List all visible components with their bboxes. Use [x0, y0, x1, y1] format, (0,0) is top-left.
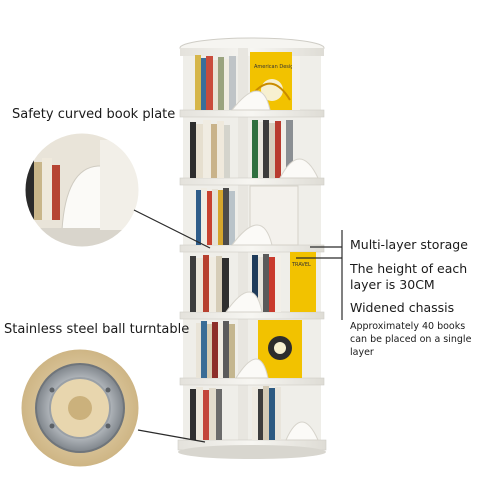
books-layer-2 — [190, 120, 319, 179]
detail-circle-turntable — [18, 346, 142, 470]
books-layer-5 — [196, 320, 302, 379]
label-book-capacity: Approximately 40 books can be placed on … — [350, 321, 472, 358]
books-layer-6 — [190, 386, 319, 441]
pointer-line-turntable — [137, 429, 206, 443]
label-layer-height: The height of each layer is 30CM — [350, 261, 468, 292]
label-widened-chassis: Widened chassis — [350, 300, 455, 315]
label-stainless-steel-turntable: Stainless steel ball turntable — [4, 322, 190, 337]
books-layer-4: TRAVEL — [190, 252, 316, 313]
rotating-bookshelf: American Design — [177, 37, 327, 459]
pointer-lines — [133, 209, 343, 443]
pointer-line-book-plate — [133, 209, 211, 249]
books-layer-1: American Design — [195, 52, 300, 111]
book-title-mid: TRAVEL — [291, 262, 311, 268]
label-multi-layer-storage: Multi-layer storage — [350, 237, 468, 252]
detail-circle-book-plate — [22, 130, 142, 250]
books-layer-3 — [196, 185, 299, 246]
book-title-top: American Design — [254, 64, 297, 70]
label-safety-curved-book-plate: Safety curved book plate — [12, 107, 176, 122]
